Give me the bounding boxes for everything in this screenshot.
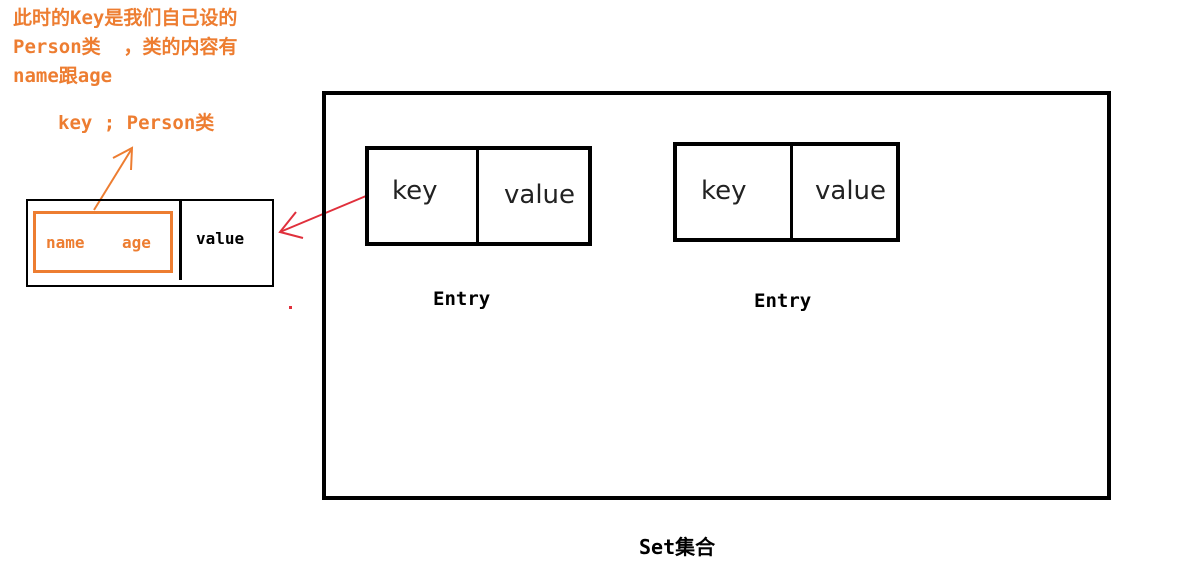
entry-2-caption: Entry	[754, 290, 812, 312]
person-value-label: value	[196, 229, 245, 248]
person-age-label: age	[122, 233, 151, 252]
annotation-line-2: Person类 ，类的内容有	[13, 36, 238, 58]
red-dot	[289, 306, 292, 309]
entry-2-key-label: key	[701, 176, 747, 206]
entry-1-key-cell: key	[369, 150, 479, 242]
entry-box-1: key value	[365, 146, 592, 246]
annotation-line-3: name跟age	[13, 65, 113, 87]
entry-box-2: key value	[673, 142, 900, 242]
annotation-line-1: 此时的Key是我们自己设的	[13, 7, 238, 29]
entry-2-value-cell: value	[793, 146, 896, 238]
entry-1-key-label: key	[392, 176, 438, 206]
person-entry-box	[26, 199, 274, 287]
set-label: Set集合	[639, 535, 716, 559]
person-key-box	[33, 211, 173, 273]
key-person-label: key ; Person类	[58, 112, 215, 134]
person-name-label: name	[46, 233, 85, 252]
set-container	[322, 91, 1111, 500]
entry-1-caption: Entry	[433, 288, 491, 310]
entry-2-value-label: value	[815, 176, 887, 206]
entry-1-value-label: value	[504, 180, 576, 210]
entry-1-value-cell: value	[479, 150, 588, 242]
person-entry-divider	[179, 199, 182, 280]
entry-2-key-cell: key	[677, 146, 793, 238]
